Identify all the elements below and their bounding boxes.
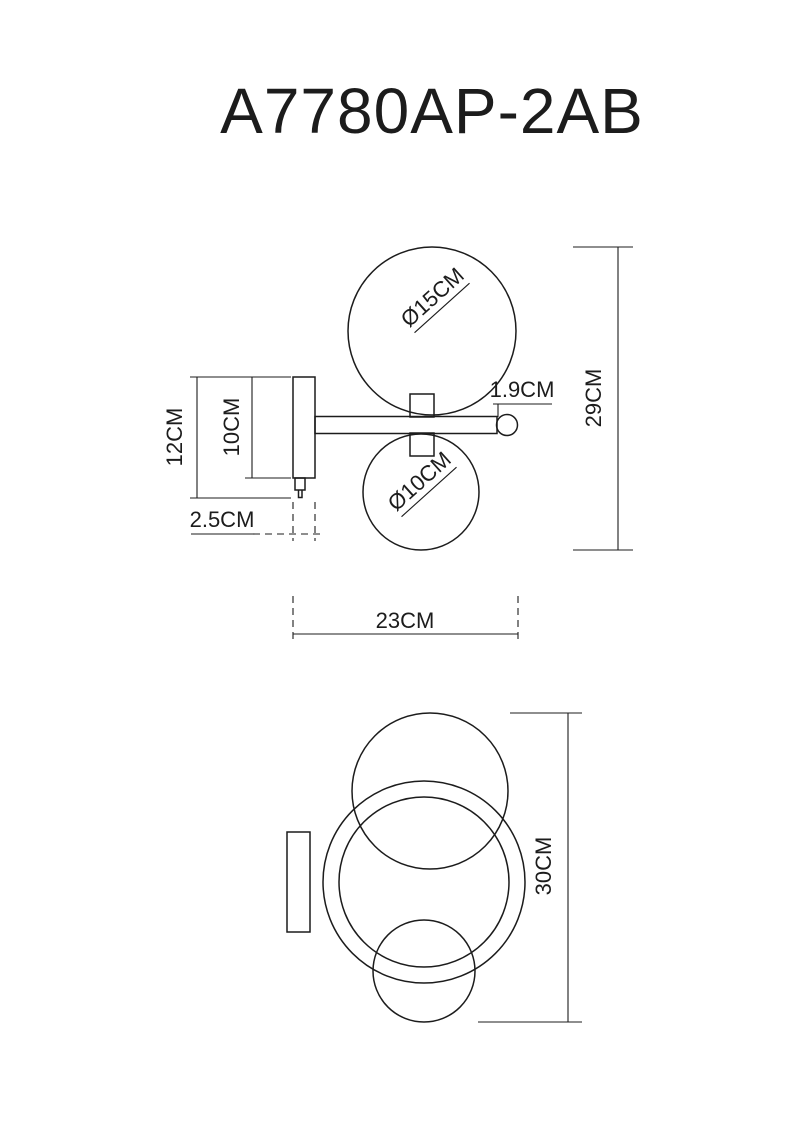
front-overall-height-label: 30CM	[531, 837, 556, 896]
front-ring-outer	[322, 780, 526, 984]
front-view-dimensions: 30CM	[478, 712, 582, 1023]
side-overall-height-label: 29CM	[581, 369, 606, 428]
dim-29cm-label-group: 29CM	[581, 369, 606, 428]
front-view	[286, 712, 526, 1023]
dim-10cm-label-group: 10CM	[219, 398, 244, 457]
side-view-dimensions: Ø15CM Ø10CM 1.9CM 12CM	[162, 246, 633, 642]
side-globe-small	[362, 433, 480, 551]
side-globe-large	[347, 246, 517, 416]
arm-diameter-label: 1.9CM	[490, 377, 555, 402]
side-switch-toggle	[297, 490, 303, 499]
side-connector-bottom	[409, 432, 435, 457]
side-arm	[314, 415, 498, 435]
front-globe-large	[351, 712, 509, 870]
side-wall-plate	[292, 376, 316, 479]
side-overall-width-label: 23CM	[376, 608, 435, 633]
dim-globe-small-diameter: Ø10CM	[383, 446, 457, 518]
side-view	[292, 246, 519, 551]
side-switch	[294, 477, 306, 491]
dim-12cm-label-group: 12CM	[162, 408, 187, 467]
dim-30cm-label-group: 30CM	[531, 837, 556, 896]
backplate-height-label: 10CM	[219, 398, 244, 457]
side-connector-top	[409, 393, 435, 418]
front-ring-inner	[338, 796, 510, 968]
globe-large-diameter-label: Ø15CM	[396, 262, 469, 331]
dim-globe-large-diameter: Ø15CM	[396, 262, 470, 334]
product-code-title: A7780AP-2AB	[220, 75, 644, 147]
backplate-depth-label: 2.5CM	[190, 507, 255, 532]
front-wall-plate	[286, 831, 311, 933]
globe-small-diameter-label: Ø10CM	[383, 446, 456, 515]
bracket-total-height-label: 12CM	[162, 408, 187, 467]
front-globe-small	[372, 919, 476, 1023]
globe-small-diameter-underline	[401, 466, 457, 518]
side-arm-end-cap	[495, 413, 519, 437]
globe-large-diameter-underline	[414, 282, 470, 334]
